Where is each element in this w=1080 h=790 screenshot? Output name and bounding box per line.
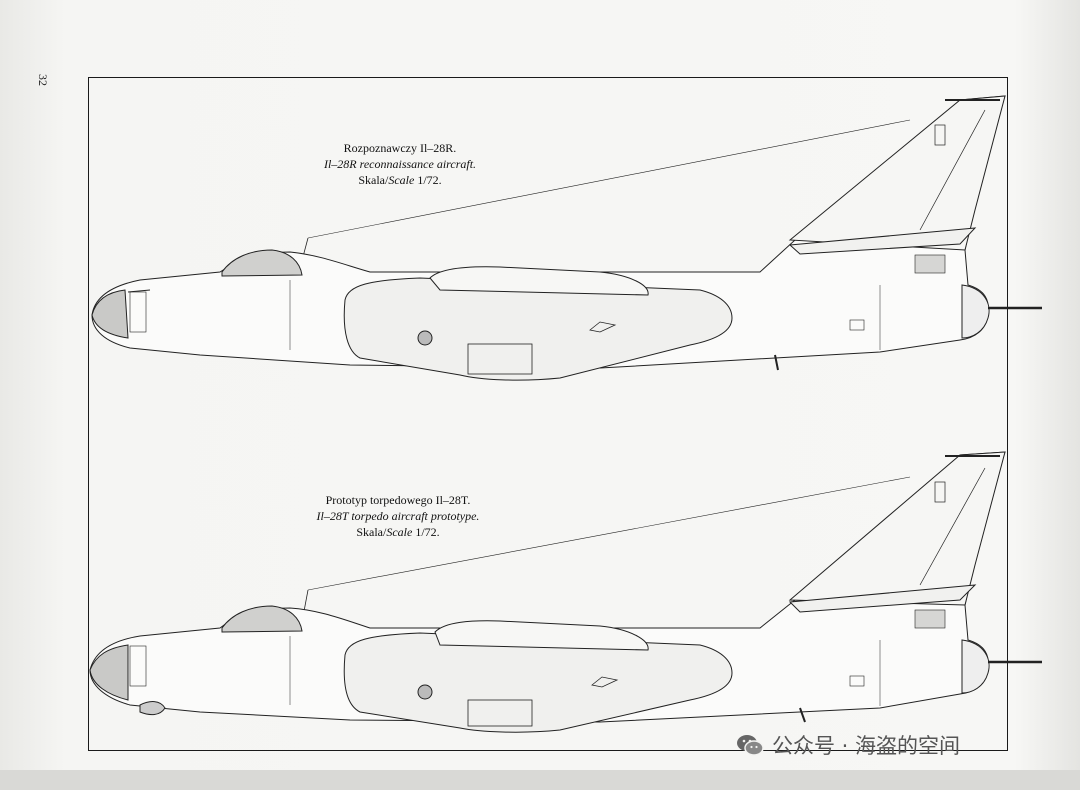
scale-value: 1/72. bbox=[412, 525, 440, 539]
scale-value: 1/72. bbox=[414, 173, 442, 187]
scale-label-pl: Skala/ bbox=[356, 525, 387, 539]
scale-label-en: Scale bbox=[388, 173, 415, 187]
watermark-text: 公众号 · 海盗的空间 bbox=[772, 734, 961, 758]
scanner-edge bbox=[0, 770, 1080, 790]
caption-title-en: Il–28R reconnaissance aircraft. bbox=[323, 157, 477, 171]
aircraft-il28t-side-view bbox=[89, 451, 1042, 733]
caption-title-en: Il–28T torpedo aircraft prototype. bbox=[316, 509, 480, 523]
caption-scale: Skala/Scale 1/72. bbox=[248, 524, 548, 540]
scale-label-en: Scale bbox=[386, 525, 413, 539]
wechat-icon bbox=[737, 735, 764, 756]
caption-title-pl: Rozpoznawczy Il–28R. bbox=[343, 141, 457, 155]
caption-title-pl: Prototyp torpedowego Il–28T. bbox=[325, 493, 471, 507]
caption-scale: Skala/Scale 1/72. bbox=[250, 172, 550, 188]
drawing-frame bbox=[88, 77, 1008, 751]
aircraft-il28r-side-view bbox=[91, 95, 1042, 381]
aircraft-caption-2: Prototyp torpedowego Il–28T. Il–28T torp… bbox=[248, 492, 548, 540]
aircraft-caption-1: Rozpoznawczy Il–28R. Il–28R reconnaissan… bbox=[250, 140, 550, 188]
scale-label-pl: Skala/ bbox=[358, 173, 389, 187]
watermark: 公众号 · 海盗的空间 bbox=[736, 730, 960, 760]
